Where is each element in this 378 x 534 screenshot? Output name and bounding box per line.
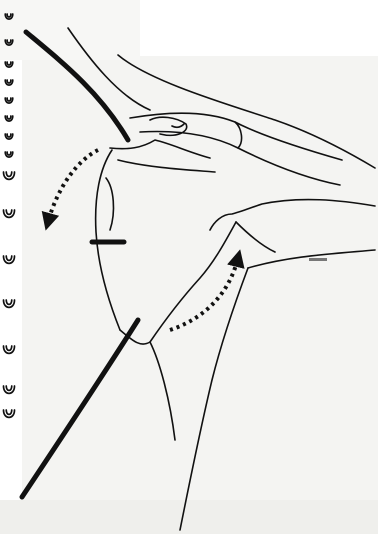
faint-label-mark: [309, 258, 327, 261]
